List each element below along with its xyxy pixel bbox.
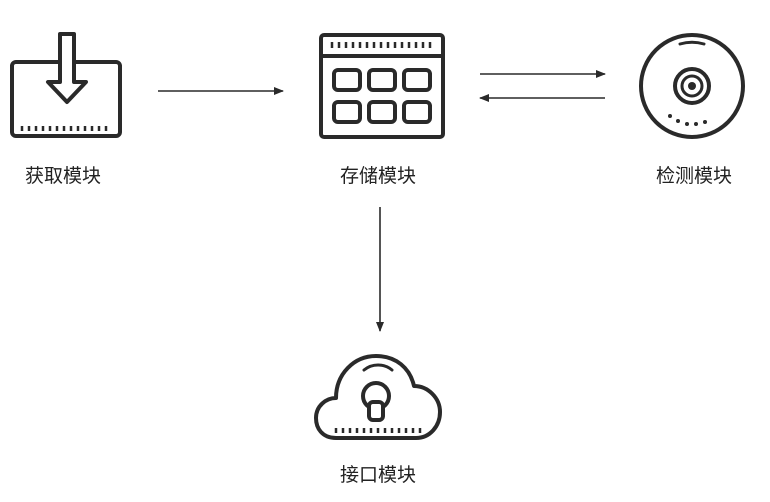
- node-acquire: [8, 32, 124, 144]
- storage-grid-icon: [319, 33, 445, 139]
- node-label-detect: 检测模块: [655, 165, 732, 187]
- cloud-lock-icon: [314, 354, 442, 440]
- download-tray-icon: [10, 32, 122, 138]
- node-label-acquire: 获取模块: [24, 165, 101, 187]
- disc-icon: [639, 33, 745, 139]
- node-label-storage: 存储模块: [339, 165, 416, 187]
- node-label-interface: 接口模块: [339, 464, 416, 486]
- node-detect: [636, 30, 748, 146]
- node-interface: [314, 352, 442, 452]
- node-storage: [318, 32, 446, 144]
